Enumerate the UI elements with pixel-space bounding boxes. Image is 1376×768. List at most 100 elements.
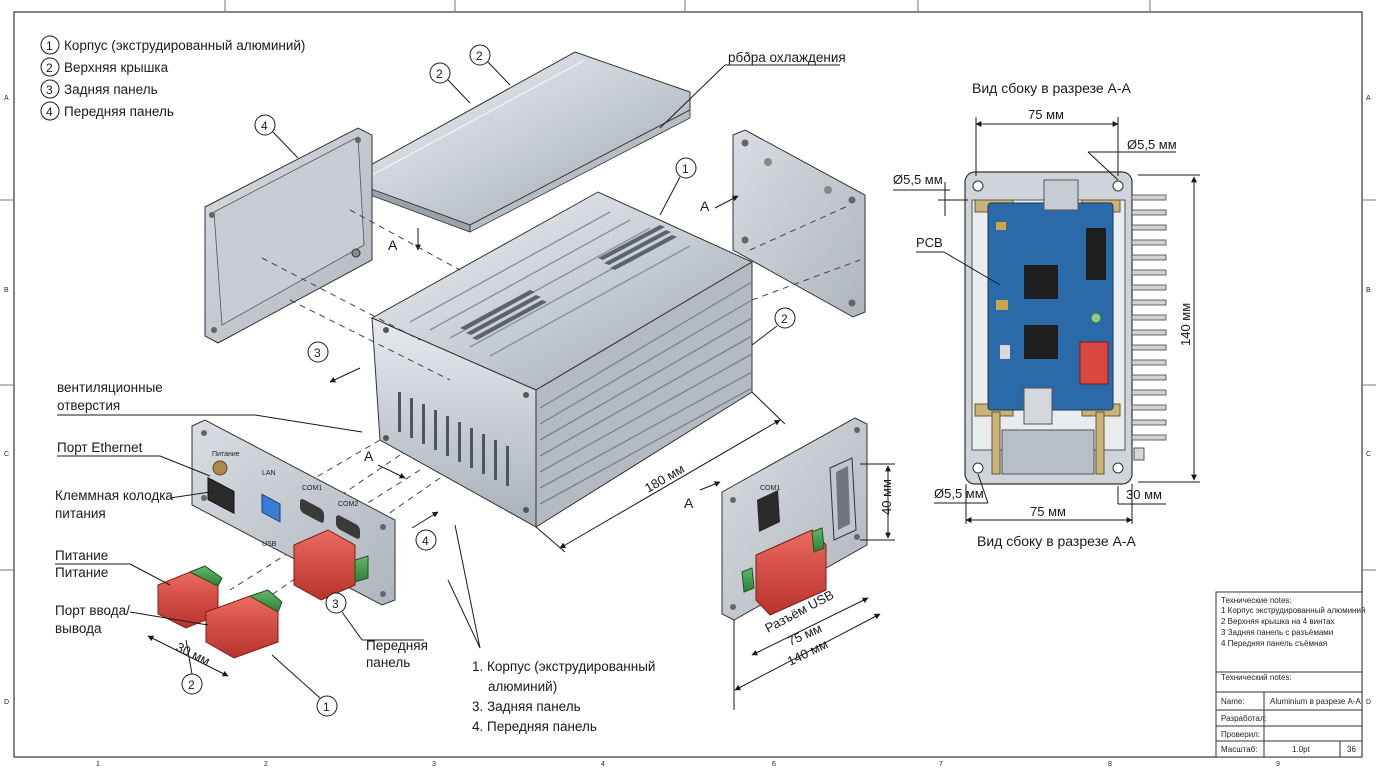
rear-label-com1: COM1	[760, 485, 780, 492]
title-name-value: Aluminium в разрезе A-A	[1270, 697, 1361, 706]
section-dim-30: 30 мм	[1126, 487, 1162, 502]
grid-col-8: 8	[1108, 761, 1112, 768]
balloon-2-cover: 2	[476, 49, 483, 63]
terminal-blocks-loose	[157, 565, 283, 659]
section-view-a-a	[964, 171, 1167, 485]
notes-line-1: 1 Корпус экструдированный алюминий	[1221, 606, 1365, 615]
grid-row-a: A	[4, 95, 9, 102]
balloon-2-rear: 2	[781, 312, 788, 326]
grid-row-d: D	[4, 699, 9, 706]
notes-header: Технические notes:	[1221, 596, 1292, 605]
terminal-label-line1: Клеммная колодка	[55, 488, 173, 503]
legend-text-3: Задняя панель	[64, 82, 158, 97]
title-row0: Технический notes:	[1221, 673, 1292, 682]
section-title-bottom: Вид сбоку в разрезе А-А	[977, 533, 1137, 549]
vents-label-line1: вентиляционные	[57, 380, 163, 395]
title-sheet: 36	[1347, 745, 1356, 754]
section-hole-bl: Ø5,5 мм	[934, 486, 984, 501]
legend-num-1: 1	[46, 39, 53, 53]
panel-label-usb: USB	[262, 541, 277, 548]
grid-col-9: 9	[1276, 761, 1280, 768]
notes-line-3: 3 Задняя панель с разъёмами	[1221, 628, 1333, 637]
front-panel-label-line2: панель	[366, 655, 410, 670]
balloon-3-lower: 3	[332, 597, 339, 611]
grid-col-7: 7	[939, 761, 943, 768]
grid-row-b: B	[4, 287, 9, 294]
title-scale: 1.0pt	[1292, 745, 1311, 754]
legend-num-4: 4	[46, 105, 53, 119]
balloon-4-lower: 4	[422, 534, 429, 548]
balloon-2-cover-b: 2	[436, 67, 443, 81]
grid-col-3: 3	[432, 761, 436, 768]
grid-col-6: 6	[772, 761, 776, 768]
section-hole-tr: Ø5,5 мм	[1127, 137, 1177, 152]
grid-col-1: 1	[96, 761, 100, 768]
top-cover	[357, 51, 691, 233]
io-label-line1: Порт ввода/	[55, 603, 130, 618]
legend-bottom: 1. Корпус (экструдированный алюминий) 3.…	[447, 524, 655, 734]
legend-text-1: Корпус (экструдированный алюминий)	[64, 38, 305, 53]
balloon-1-lower: 1	[323, 700, 330, 714]
legend-text-4: Передняя панель	[64, 104, 174, 119]
terminal-label-line2: питания	[55, 506, 106, 521]
panel-label-power: Питание	[212, 451, 240, 458]
grid-labels: 1 2 3 4 6 7 8 9 A B C D A B C D	[4, 95, 1371, 768]
grid-col-4: 4	[601, 761, 605, 768]
dim-40: 40 мм	[879, 479, 894, 515]
legend-text-2: Верхняя крышка	[64, 60, 169, 75]
section-dim-140: 140 мм	[1178, 303, 1193, 346]
grid-row-c: C	[4, 451, 9, 458]
legend-num-2: 2	[46, 61, 53, 75]
grid-row-c-right: C	[1366, 451, 1371, 458]
ethernet-label: Порт Ethernet	[57, 440, 143, 455]
title-row4-label: Масштаб:	[1221, 745, 1257, 754]
legend-bottom-1b: алюминий)	[488, 679, 557, 694]
balloon-3-rear: 3	[314, 346, 321, 360]
title-row2-label: Разработал:	[1221, 714, 1267, 723]
vents-label-line2: отверстия	[57, 398, 120, 413]
section-pcb-label: PCB	[916, 235, 943, 250]
panel-label-com1: COM1	[302, 485, 322, 492]
power-label-1: Питание	[55, 548, 108, 563]
section-hole-tl: Ø5,5 мм	[893, 172, 943, 187]
main-housing	[370, 191, 754, 528]
balloon-4-front: 4	[261, 119, 268, 133]
dim-30-terminal: 30 мм	[174, 639, 213, 668]
section-mark-a1: A	[700, 198, 710, 214]
power-label-2: Питание	[55, 565, 108, 580]
io-label-line2: вывода	[55, 621, 102, 636]
section-mark-a2: A	[388, 237, 398, 253]
panel-label-lan: LAN	[262, 470, 276, 477]
grid-col-2: 2	[264, 761, 268, 768]
grid-row-a-right: A	[1366, 95, 1371, 102]
title-block: Технические notes: 1 Корпус экструдирова…	[1215, 591, 1365, 758]
title-name-label: Name:	[1221, 697, 1245, 706]
front-panel-exploded	[204, 127, 373, 344]
balloon-1-housing: 1	[682, 162, 689, 176]
notes-line-2: 2 Верхняя крышка на 4 винтах	[1221, 617, 1335, 626]
section-title-top: Вид сбоку в разрезе А-А	[972, 80, 1132, 96]
section-mark-a4: A	[684, 495, 694, 511]
title-row3-label: Проверил:	[1221, 730, 1260, 739]
rear-plate-exploded	[732, 129, 866, 318]
legend-bottom-3: 3. Задняя панель	[472, 699, 581, 714]
front-panel-ports: Питание LAN COM1 COM2 USB	[191, 419, 396, 606]
balloon-2-lower: 2	[188, 678, 195, 692]
section-dim-75-bottom: 75 мм	[1030, 504, 1066, 519]
grid-row-d-right: D	[1366, 699, 1371, 706]
section-mark-a3: A	[364, 448, 374, 464]
section-dim-75-top: 75 мм	[1028, 107, 1064, 122]
front-panel-label-line1: Передняя	[366, 638, 428, 653]
legend-num-3: 3	[46, 83, 53, 97]
legend-top: 1 Корпус (экструдированный алюминий) 2 В…	[40, 35, 305, 121]
fins-label: рбðра охлаждения	[728, 50, 846, 65]
notes-line-4: 4 Передняя панель съёмная	[1221, 639, 1327, 648]
rear-panel-connectors: COM1 Разъём USB	[721, 417, 868, 636]
grid-row-b-right: B	[1366, 287, 1371, 294]
legend-bottom-4: 4. Передняя панель	[472, 719, 597, 734]
panel-label-com2: COM2	[338, 501, 358, 508]
legend-bottom-1a: 1. Корпус (экструдированный	[472, 659, 655, 674]
